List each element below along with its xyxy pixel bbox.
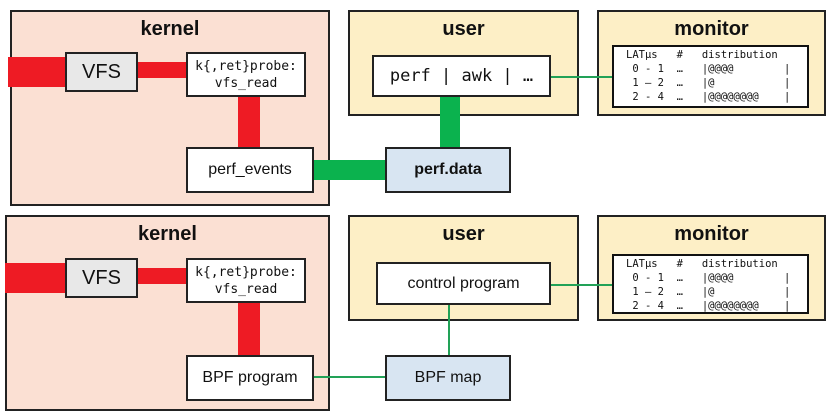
control-program-box: control program — [376, 262, 551, 305]
kernel-panel-top: kernel — [10, 10, 330, 206]
histogram-bottom: LATµs # distribution 0 - 1 … |@@@@ | 1 –… — [612, 254, 809, 314]
link-map-control — [448, 303, 450, 357]
perf-awk-box: perf | awk | … — [372, 55, 551, 97]
vfs-box: VFS — [65, 258, 138, 298]
link-control-monitor — [550, 284, 614, 286]
kernel-title: kernel — [138, 223, 197, 245]
link-user-monitor — [550, 76, 614, 78]
monitor-title: monitor — [674, 18, 749, 40]
green-path-data-user — [440, 95, 460, 149]
red-path-in — [5, 263, 68, 293]
red-path-vfs-probe — [135, 268, 188, 284]
red-path-in — [8, 57, 68, 87]
bpf-program-box: BPF program — [186, 355, 314, 401]
bpf-map-box: BPF map — [385, 355, 511, 401]
red-path-probe-events — [238, 95, 260, 149]
probe-target: vfs_read — [214, 75, 278, 91]
vfs-box: VFS — [65, 52, 138, 92]
probe-box: k{,ret}probe:vfs_read — [186, 258, 306, 303]
red-path-vfs-probe — [135, 62, 188, 78]
green-path-events-data — [311, 160, 387, 180]
probe-label: k{,ret}probe: — [195, 58, 297, 74]
user-title: user — [442, 18, 485, 40]
kernel-title: kernel — [140, 18, 200, 40]
probe-target: vfs_read — [214, 281, 278, 297]
monitor-title: monitor — [674, 223, 749, 245]
link-program-map — [311, 376, 387, 378]
red-path-probe-program — [238, 301, 260, 357]
perf-data-box: perf.data — [385, 147, 511, 193]
probe-box: k{,ret}probe:vfs_read — [186, 52, 306, 97]
user-title: user — [442, 223, 485, 245]
histogram-top: LATµs # distribution 0 - 1 … |@@@@ | 1 –… — [612, 45, 809, 108]
perf-events-box: perf_events — [186, 147, 314, 193]
probe-label: k{,ret}probe: — [195, 264, 297, 280]
